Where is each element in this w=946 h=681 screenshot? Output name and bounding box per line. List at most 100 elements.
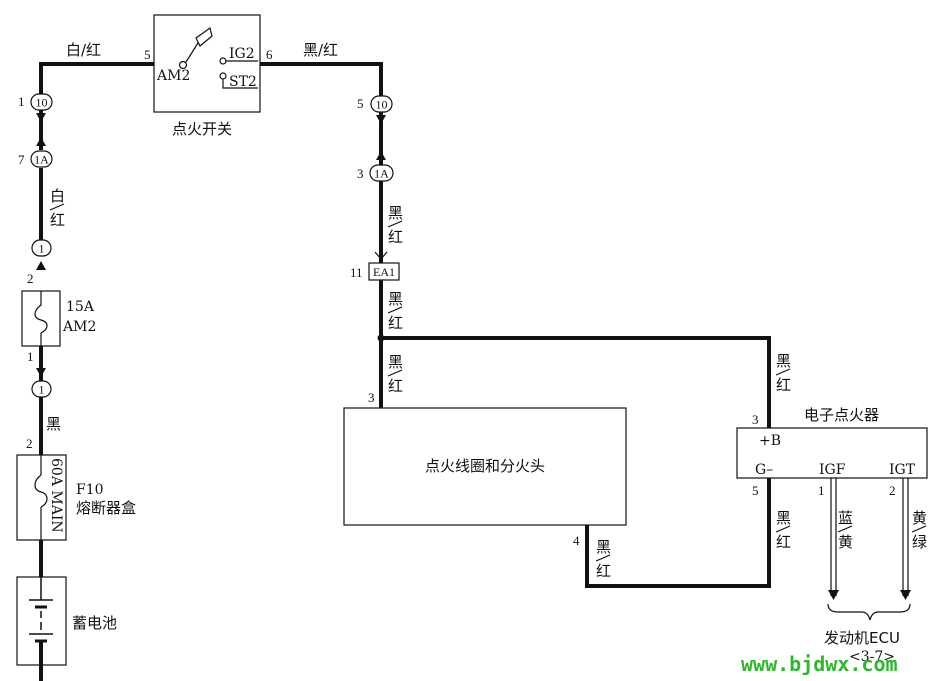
color-slash — [775, 368, 791, 376]
arrow-c1a-left-up — [36, 137, 46, 146]
fusible-name: 熔断器盒 — [76, 499, 136, 517]
wire-label-top-right: 黑/红 — [303, 41, 338, 59]
wire-label-black-6: 黑 — [776, 509, 791, 527]
wire-label-red-3: 红 — [388, 377, 403, 395]
wire-igf — [828, 478, 839, 600]
igniter-pin-b: 3 — [752, 412, 759, 427]
color-slash — [49, 203, 65, 211]
connector-1-upper: 1 — [31, 239, 52, 257]
wire-black-red-top — [260, 62, 383, 96]
wire-label-black-left: 黑 — [46, 415, 61, 433]
st2-terminal-label: ST2 — [229, 74, 257, 90]
switch-handle — [195, 26, 213, 47]
wire-label-green: 绿 — [912, 533, 927, 551]
switch-pin-out: 6 — [266, 47, 273, 62]
color-slash — [387, 306, 403, 314]
igniter-pin-igf: 1 — [818, 483, 825, 498]
svg-text:1A: 1A — [34, 153, 49, 167]
arrow-fuse-down — [36, 368, 46, 377]
color-slash — [775, 525, 791, 533]
connector-ea1: EA1 11 — [350, 262, 400, 281]
ignition-coil-box — [343, 407, 627, 526]
wire-label-red-2: 红 — [388, 314, 403, 332]
ignition-coil-label: 点火线圈和分火头 — [425, 457, 545, 475]
wire-label-yellow-2: 黄 — [912, 509, 927, 527]
fusible-rating: 60A MAIN — [48, 458, 64, 533]
connector-1a-right: 1A 3 — [357, 164, 394, 182]
ecu-ref: <3-7> — [849, 649, 895, 665]
st2-contact — [219, 72, 227, 80]
wire-label-black-4: 黑 — [596, 538, 611, 556]
svg-text:1: 1 — [39, 383, 45, 397]
svg-text:7: 7 — [18, 152, 25, 167]
ig2-terminal-label: IG2 — [229, 46, 255, 62]
arrow-ea1 — [374, 251, 388, 260]
wire-ground-loop — [585, 478, 771, 588]
fuse-rating: 15A — [66, 299, 95, 315]
svg-text:11: 11 — [350, 265, 363, 280]
igniter-terminal-igf: IGF — [819, 462, 846, 478]
fuse-pin-top: 2 — [27, 271, 34, 286]
igniter-box — [736, 427, 928, 479]
igniter-terminal-b: +B — [759, 433, 781, 449]
wire-label-top-left: 白/红 — [66, 41, 101, 59]
battery-symbol — [29, 577, 53, 681]
battery-label: 蓄电池 — [72, 614, 117, 632]
arrow-fuse-up — [36, 261, 46, 270]
svg-text:3: 3 — [357, 166, 364, 181]
igniter-title: 电子点火器 — [804, 406, 879, 424]
coil-pin-bottom: 4 — [573, 533, 580, 548]
svg-text:1: 1 — [18, 94, 25, 109]
wire-label-red-1: 红 — [388, 228, 403, 246]
arrow-c10-left-down — [36, 113, 46, 122]
connector-10-right: 10 5 — [357, 95, 393, 113]
svg-text:10: 10 — [376, 98, 388, 112]
wire-to-igniter-b — [381, 336, 771, 428]
wire-label-black-3: 黑 — [388, 353, 403, 371]
color-slash — [387, 369, 403, 377]
ecu-label: 发动机ECU — [824, 629, 900, 647]
svg-text:10: 10 — [36, 96, 48, 110]
fusible-code: F10 — [76, 482, 104, 498]
ignition-switch-title: 点火开关 — [172, 120, 232, 138]
arrow-c1a-right-up — [376, 151, 386, 160]
wire-label-red: 红 — [50, 211, 65, 229]
igniter-pin-igt: 2 — [889, 483, 896, 498]
wire-label-white: 白 — [50, 187, 65, 205]
junction-dot — [377, 334, 385, 342]
fuse-element — [34, 291, 48, 346]
ecu-brace — [827, 603, 911, 621]
st2-lead — [222, 79, 258, 89]
igniter-pin-g: 5 — [752, 483, 759, 498]
wire-label-red-6: 红 — [776, 533, 791, 551]
connector-10-left: 10 1 — [18, 93, 53, 111]
svg-text:5: 5 — [357, 96, 364, 111]
color-slash — [837, 525, 853, 533]
coil-pin-top: 3 — [368, 390, 375, 405]
watermark: www.bjdwx.com — [741, 652, 898, 676]
connector-1a-left: 1A 7 — [18, 150, 53, 168]
am2-terminal-label: AM2 — [156, 68, 190, 84]
ig2-contact — [219, 57, 227, 65]
wire-label-red-5: 红 — [776, 376, 791, 394]
fusible-pin-top: 2 — [26, 436, 33, 451]
svg-text:1A: 1A — [374, 167, 389, 181]
color-slash — [595, 554, 611, 562]
svg-text:1: 1 — [39, 242, 45, 256]
switch-pin-in: 5 — [144, 47, 151, 62]
am2-contact — [178, 60, 188, 70]
svg-text:EA1: EA1 — [373, 265, 395, 279]
wire-label-black-2: 黑 — [388, 290, 403, 308]
wire-label-blue: 蓝 — [838, 509, 853, 527]
arrow-c10-right-down — [376, 115, 386, 124]
igniter-terminal-g: G– — [755, 462, 773, 478]
wire-label-black-1: 黑 — [388, 204, 403, 222]
fuse-pin-bottom: 1 — [27, 349, 34, 364]
wire-igt — [900, 478, 911, 600]
fuse-name: AM2 — [62, 319, 96, 335]
connector-1-lower: 1 — [31, 380, 52, 398]
wire-white-red-top — [39, 62, 155, 94]
wire-label-black-5: 黑 — [776, 352, 791, 370]
fusible-element — [34, 474, 48, 508]
